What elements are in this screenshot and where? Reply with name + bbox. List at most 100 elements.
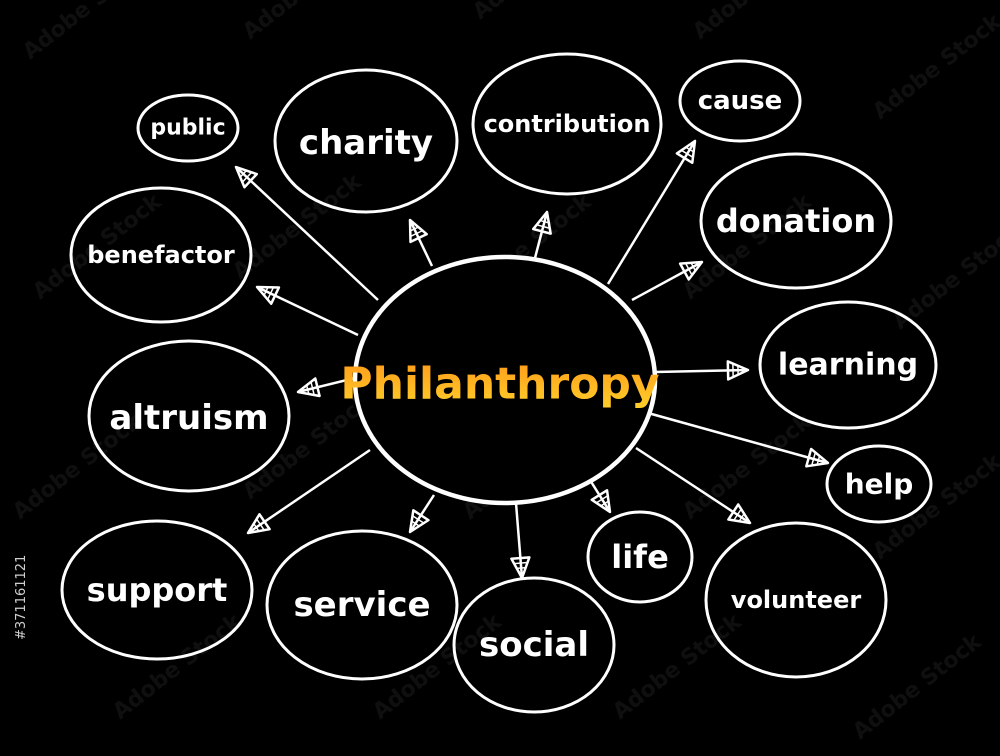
connector-arrow	[408, 494, 436, 534]
connector-arrow	[408, 218, 434, 267]
connector-arrow	[588, 479, 612, 514]
connector-arrow	[246, 448, 371, 535]
connector-arrow	[606, 139, 697, 285]
arrowhead-hatch	[543, 215, 549, 219]
connector-line	[408, 219, 434, 267]
connector-line	[235, 166, 379, 301]
arrowhead-hatch	[412, 515, 425, 524]
connector-arrow	[255, 285, 359, 337]
connector-arrow	[531, 210, 552, 259]
node-donation: donation	[699, 152, 893, 290]
connector-arrow	[296, 376, 356, 398]
node-contribution: contribution	[471, 52, 663, 196]
node-contribution-outline	[471, 52, 663, 196]
node-donation-label: donation	[716, 202, 876, 240]
watermark-text: Adobe Stock	[608, 609, 747, 725]
watermark-text: Adobe Stock	[868, 449, 1000, 565]
arrowhead-hatch	[241, 171, 253, 183]
center-node-outline	[352, 254, 658, 506]
node-life: life	[586, 510, 694, 604]
connector-line	[247, 448, 371, 535]
arrowhead-hatch	[514, 561, 528, 565]
arrowhead-hatch	[738, 513, 745, 522]
node-benefactor: benefactor	[69, 186, 253, 324]
arrowhead-hatch	[255, 518, 265, 531]
node-benefactor-outline	[69, 186, 253, 324]
arrowhead-hatch	[743, 517, 748, 523]
arrowhead-hatch	[539, 219, 550, 224]
node-support: support	[60, 519, 254, 661]
node-volunteer: volunteer	[704, 521, 888, 679]
arrowhead-hatch	[681, 149, 694, 158]
arrowhead-hatch	[536, 224, 550, 229]
connector-arrow	[647, 411, 830, 468]
connector-arrows	[234, 139, 830, 580]
node-help-outline	[825, 444, 933, 524]
arrowhead-hatch	[310, 381, 315, 396]
outer-nodes: public charity contribution cause donati…	[60, 52, 938, 714]
arrowhead-hatch	[266, 287, 275, 300]
arrowhead-hatch	[821, 459, 825, 465]
node-contribution-label: contribution	[484, 110, 651, 138]
node-altruism: altruism	[87, 339, 291, 493]
arrowhead-hatch	[690, 262, 697, 272]
node-life-label: life	[611, 538, 669, 576]
node-volunteer-label: volunteer	[731, 586, 862, 614]
node-public-label: public	[150, 116, 225, 141]
node-social-outline	[452, 576, 616, 714]
arrowhead-hatch	[253, 523, 260, 532]
arrowhead-hatch	[237, 168, 242, 173]
node-service-outline	[265, 529, 459, 681]
node-learning-outline	[758, 300, 938, 430]
watermark-text: Adobe Stock	[868, 9, 1000, 125]
node-cause-outline	[678, 59, 802, 143]
connector-arrow	[654, 360, 750, 381]
watermark-text: Adobe Stock	[238, 0, 377, 45]
node-charity-label: charity	[299, 123, 433, 163]
arrowhead-hatch	[409, 226, 419, 232]
node-charity: charity	[273, 68, 459, 214]
node-social-label: social	[479, 625, 589, 665]
arrowhead-hatch	[259, 286, 264, 292]
connector-line	[654, 368, 749, 374]
arrowhead-hatch	[410, 525, 416, 530]
arrowhead-hatch	[250, 527, 255, 533]
node-support-label: support	[87, 571, 228, 609]
arrowhead-hatch	[239, 170, 247, 178]
node-learning: learning	[758, 300, 938, 430]
arrowhead-hatch	[301, 388, 305, 394]
connector-line	[256, 285, 359, 337]
node-cause: cause	[678, 59, 802, 143]
arrowhead-hatch	[605, 505, 610, 510]
arrowhead-hatch	[410, 229, 423, 238]
connector-arrow	[631, 260, 704, 302]
connector-line	[514, 502, 524, 579]
arrowhead-hatch	[685, 146, 695, 153]
connector-arrow	[510, 502, 531, 580]
arrowhead-hatch	[409, 222, 415, 227]
stock-id-label: #371161121	[14, 555, 29, 640]
node-public: public	[136, 93, 240, 163]
connector-arrow	[635, 446, 752, 525]
node-donation-outline	[699, 152, 893, 290]
node-life-outline	[586, 510, 694, 604]
node-charity-outline	[273, 68, 459, 214]
node-public-outline	[136, 93, 240, 163]
arrowhead-hatch	[516, 566, 526, 570]
arrowhead-hatch	[684, 262, 693, 276]
arrowhead-hatch	[690, 143, 695, 148]
watermark-text: Adobe Stock	[688, 0, 827, 45]
node-service-label: service	[293, 585, 430, 625]
watermark-text: Adobe Stock	[108, 609, 247, 725]
watermark-text: Adobe Stock	[468, 0, 607, 25]
node-service: service	[265, 529, 459, 681]
watermark-text: Adobe Stock	[18, 0, 157, 65]
node-benefactor-label: benefactor	[87, 241, 235, 269]
arrowhead-hatch	[811, 452, 817, 466]
connector-line	[533, 211, 549, 259]
arrowhead-hatch	[595, 495, 609, 504]
node-help-label: help	[845, 468, 914, 501]
node-cause-label: cause	[698, 86, 783, 116]
connector-line	[408, 494, 436, 533]
